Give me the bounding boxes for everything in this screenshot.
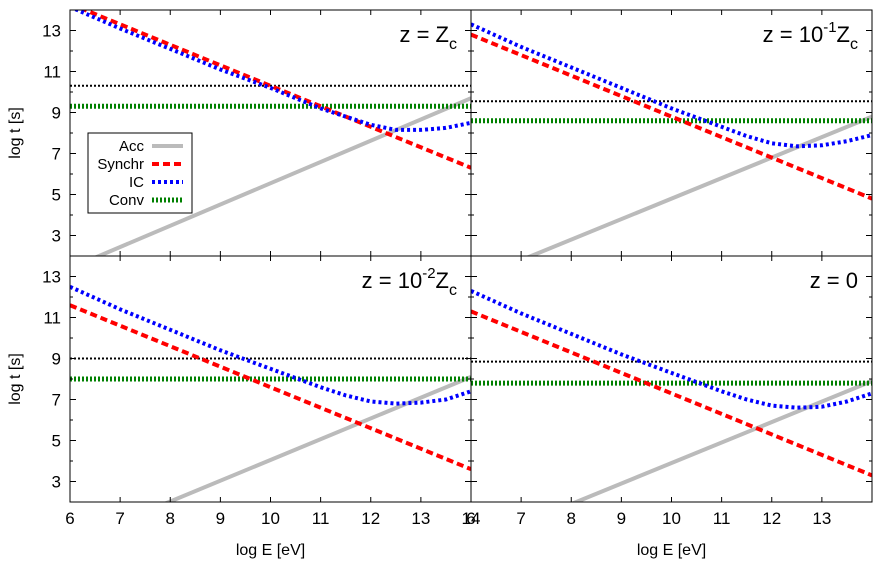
panel-label-lhs: z = xyxy=(763,22,799,47)
series-line-acc xyxy=(93,96,471,256)
legend-label: Conv xyxy=(109,192,145,209)
panel-label: z = 10-1Zc xyxy=(763,19,858,53)
series-line-ic xyxy=(72,10,471,132)
series-line-synchr xyxy=(471,32,872,201)
panel-label-exponent: -1 xyxy=(823,19,836,36)
y-tick-label: 5 xyxy=(52,186,61,205)
x-tick-label: 7 xyxy=(516,509,525,528)
panel-label-subscript: c xyxy=(449,282,457,299)
legend-label: Acc xyxy=(119,138,145,155)
panel-4: 6 7 8 9 10 11 12 13 log E [eV] z = 0 xyxy=(466,255,873,559)
series-group xyxy=(471,22,872,256)
x-tick-label: 10 xyxy=(662,509,681,528)
series-line-synchr xyxy=(471,309,872,478)
x-tick-label: 6 xyxy=(466,509,475,528)
y-axis-label: log t [s] xyxy=(7,107,24,159)
x-tick-label: 13 xyxy=(812,509,831,528)
y-axis-label: log t [s] xyxy=(7,353,24,405)
panel-label: z = 0 xyxy=(810,268,858,293)
panel-label-subscript: c xyxy=(449,36,457,53)
panel-label-exponent: -2 xyxy=(422,265,435,282)
y-tick-label: 11 xyxy=(43,309,61,328)
series-group xyxy=(471,289,872,502)
x-axis-label: log E [eV] xyxy=(637,542,706,559)
series-line-ic xyxy=(471,22,872,149)
panel-2: z = 10-1Zc xyxy=(470,9,873,257)
x-tick-label: 12 xyxy=(762,509,781,528)
panel-3: 3 5 7 9 11 13 6 7 8 9 10 11 12 13 14 log t [s] log E [eV… xyxy=(7,255,481,559)
series-group xyxy=(70,284,471,502)
x-axis-label: log E [eV] xyxy=(236,542,305,559)
legend-label: IC xyxy=(129,174,144,191)
series-group xyxy=(70,10,471,256)
x-tick-label: 14 xyxy=(462,509,481,528)
panel-1: 3 5 7 9 11 13 log t [s] z = Zc xyxy=(7,9,472,257)
x-tick-label: 6 xyxy=(65,509,74,528)
y-tick-label: 11 xyxy=(43,63,61,82)
panel-label-symbol: Z xyxy=(436,268,449,293)
panel-label-lhs: z = 0 xyxy=(810,268,858,293)
x-tick-label: 9 xyxy=(617,509,626,528)
x-tick-label: 12 xyxy=(361,509,380,528)
series-line-ic xyxy=(471,289,872,410)
panel-label-lhs: z = xyxy=(399,22,435,47)
panel-label: z = 10-2Zc xyxy=(362,265,457,299)
y-tick-label: 9 xyxy=(52,104,61,123)
x-tick-label: 10 xyxy=(261,509,280,528)
x-tick-label: 11 xyxy=(713,509,731,528)
series-line-ic xyxy=(70,284,471,406)
x-tick-label: 13 xyxy=(411,509,430,528)
panel-label-main: Z xyxy=(436,22,449,47)
legend-label: Synchr xyxy=(97,156,144,173)
x-tick-label: 8 xyxy=(166,509,175,528)
panel-label-main: 10 xyxy=(398,268,422,293)
panel-label-subscript: c xyxy=(850,36,858,53)
y-tick-label: 5 xyxy=(52,432,61,451)
y-tick-label: 9 xyxy=(52,350,61,369)
x-tick-label: 7 xyxy=(115,509,124,528)
x-tick-label: 9 xyxy=(216,509,225,528)
y-tick-label: 7 xyxy=(52,391,61,410)
series-line-acc xyxy=(525,114,872,256)
series-line-synchr xyxy=(70,303,471,472)
y-tick-label: 3 xyxy=(52,473,61,492)
y-tick-label: 3 xyxy=(52,227,61,246)
panel-label: z = Zc xyxy=(399,22,457,53)
x-tick-label: 11 xyxy=(312,509,330,528)
x-tick-label: 8 xyxy=(567,509,576,528)
y-tick-label: 13 xyxy=(42,22,61,41)
panel-label-main: 10 xyxy=(799,22,823,47)
y-tick-label: 13 xyxy=(42,268,61,287)
panel-label-lhs: z = xyxy=(362,268,398,293)
series-line-synchr xyxy=(79,10,471,170)
panel-label-symbol: Z xyxy=(837,22,850,47)
y-tick-label: 7 xyxy=(52,145,61,164)
